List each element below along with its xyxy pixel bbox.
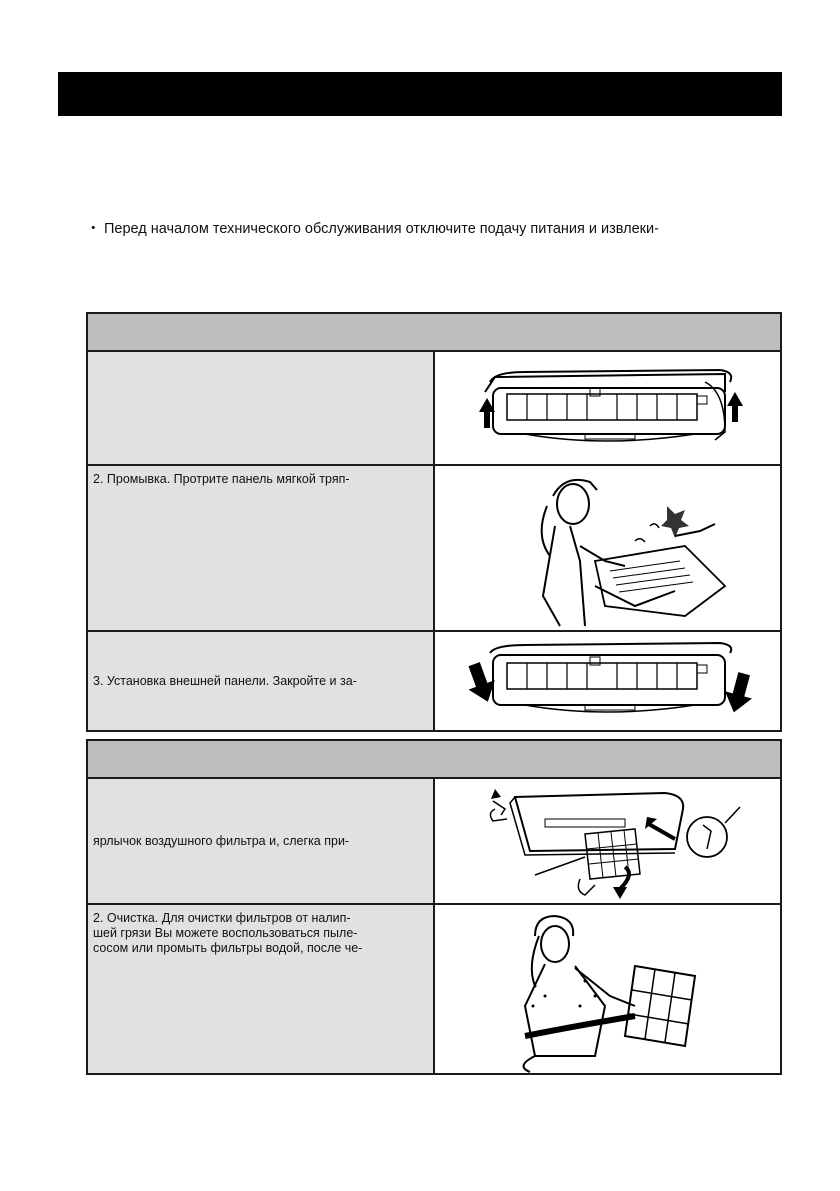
step-text [88,352,435,464]
table-row: 3. Установка внешней панели. Закройте и … [88,632,780,730]
section-title-bar [58,72,782,116]
panel-cleaning-table: 2. Промывка. Протрите панель мягкой тряп… [86,312,782,732]
step-line: сосом или промыть фильтры водой, после ч… [93,941,363,955]
person-vacuuming-filter-icon [522,914,697,1073]
filter-removal-icon [489,789,741,899]
table-header [88,314,780,352]
table-row [88,352,780,466]
step-text-multiline: 2. Очистка. Для очистки фильтров от нали… [88,905,435,1073]
table-header [88,741,780,779]
table-row: 2. Промывка. Протрите панель мягкой тряп… [88,466,780,632]
close-panel-illustration [435,632,780,730]
step-line: шей грязи Вы можете воспользоваться пыле… [93,926,358,940]
ac-unit-close-icon [468,641,753,713]
cleaning-filter-illustration [435,905,780,1073]
table-row: 2. Очистка. Для очистки фильтров от нали… [88,905,780,1073]
filter-cleaning-table: ярлычок воздушного фильтра и, слегка при… [86,739,782,1075]
step-text: 3. Установка внешней панели. Закройте и … [88,632,435,730]
washing-panel-illustration [435,466,780,630]
intro-note: ・Перед началом технического обслуживания… [86,217,659,238]
person-washing-icon [540,478,727,627]
remove-filter-illustration [435,779,780,903]
bullet: ・ [86,221,101,237]
step-text: ярлычок воздушного фильтра и, слегка при… [88,779,435,903]
step-line: 2. Очистка. Для очистки фильтров от нали… [93,911,351,925]
table-row: ярлычок воздушного фильтра и, слегка при… [88,779,780,905]
open-panel-illustration [435,352,780,464]
ac-unit-open-icon [479,368,743,442]
intro-text: Перед началом технического обслуживания … [104,221,659,237]
step-text: 2. Промывка. Протрите панель мягкой тряп… [88,466,435,630]
